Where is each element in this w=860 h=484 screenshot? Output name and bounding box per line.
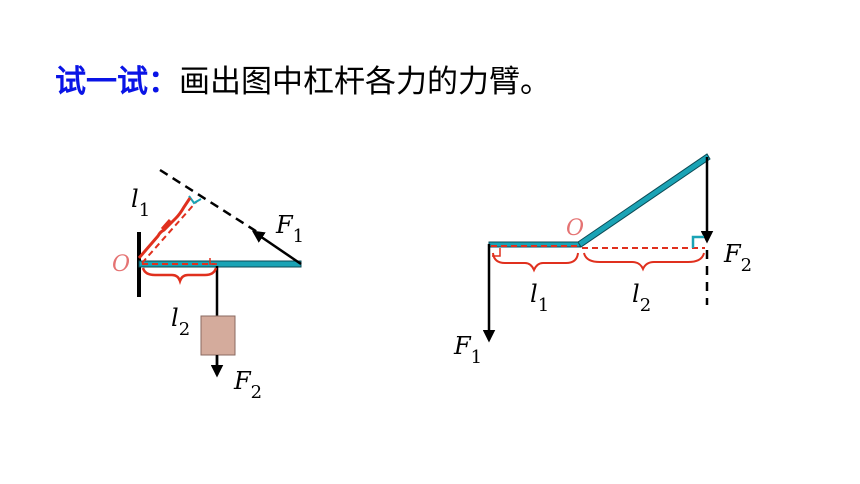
right-pivot-label: O: [566, 216, 584, 241]
left-weight-block: [200, 315, 236, 356]
right-arm1-label: l1: [530, 280, 549, 316]
left-arm2-right-angle: [209, 258, 217, 265]
heading-instruction: 画出图中杠杆各力的力臂。: [179, 64, 551, 100]
right-lever-inclined: [577, 153, 711, 248]
right-lever-figure: O F2 l1 l2 F1: [453, 153, 752, 368]
heading-lead: 试一试：: [55, 64, 179, 100]
left-arm2-label: l2: [171, 304, 190, 340]
left-arm1-line: [141, 200, 198, 264]
right-f2-label: F2: [723, 240, 752, 276]
right-arm2-right-angle: [691, 235, 704, 248]
left-f2-label: F2: [233, 367, 262, 403]
left-f1-label: F1: [275, 211, 304, 247]
left-f1-arrow: [251, 230, 302, 266]
right-arm1-right-angle: [492, 248, 501, 257]
right-arm2-brace: [583, 252, 705, 272]
right-arm2-label: l2: [632, 280, 651, 316]
exercise-heading: 试一试：画出图中杠杆各力的力臂。: [55, 62, 551, 102]
left-arm1-label: l1: [131, 185, 150, 221]
right-arm1-brace: [492, 252, 579, 273]
left-arm2-brace: [141, 267, 218, 285]
left-arm1-right-angle: [188, 195, 202, 205]
left-f1-action-line: [159, 168, 263, 237]
left-pivot-label: O: [112, 252, 130, 277]
left-lever-figure: O l1 F1 l2 F2: [112, 168, 304, 403]
left-arm1-brace: [137, 197, 192, 259]
right-f1-label: F1: [453, 332, 482, 368]
